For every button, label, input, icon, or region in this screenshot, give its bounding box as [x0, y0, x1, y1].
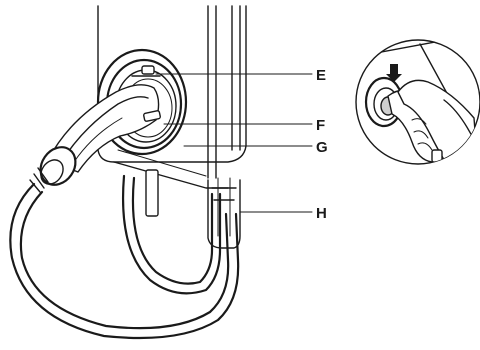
callout-h: H [316, 205, 327, 222]
callout-g: G [316, 139, 328, 156]
callout-f: F [316, 117, 325, 134]
callout-e: E [316, 67, 326, 84]
charging-cable [10, 176, 238, 338]
detail-inset [356, 34, 480, 170]
